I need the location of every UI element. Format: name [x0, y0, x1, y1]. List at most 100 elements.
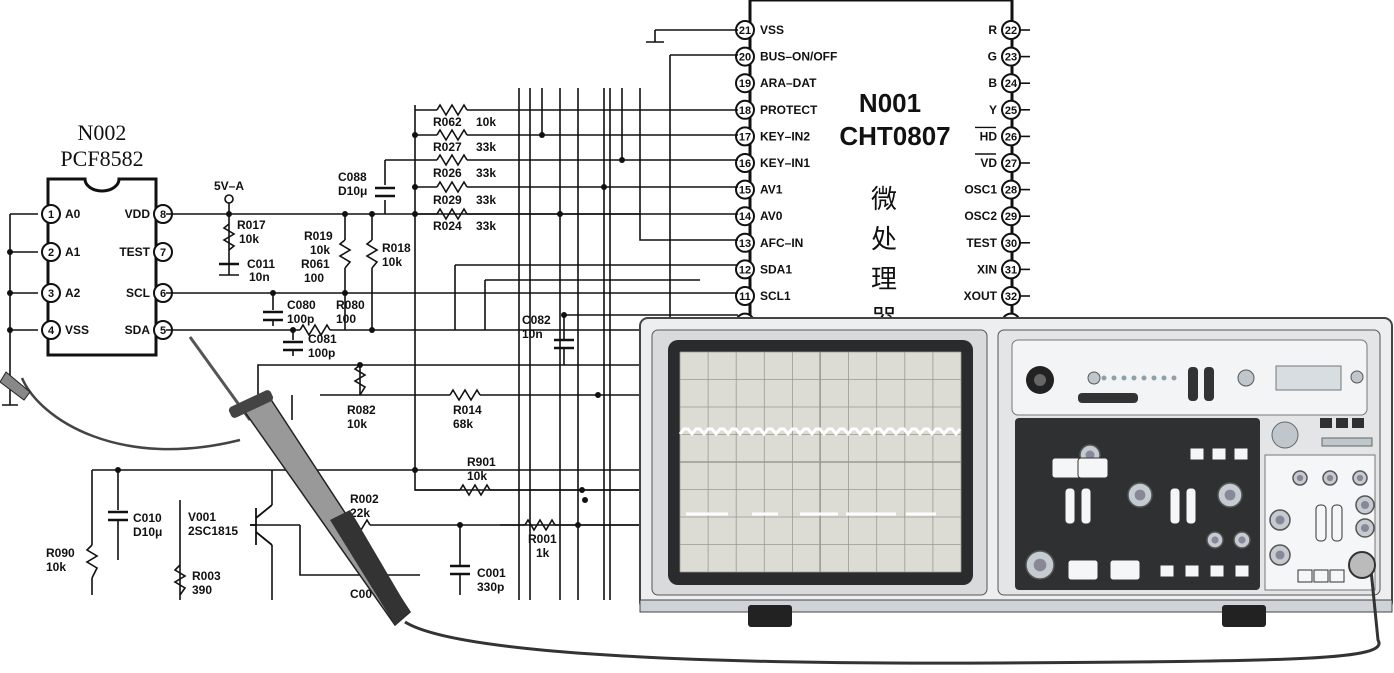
- n002-pin-2-number: 2: [48, 247, 54, 259]
- n001-pin-30-number: 30: [1005, 238, 1017, 250]
- label-r019-value: 10k: [310, 243, 330, 257]
- label-r080: R080: [336, 298, 365, 312]
- scope-graticule: [679, 351, 962, 573]
- label-r090: R090: [46, 546, 75, 560]
- label-c001: C001: [477, 566, 506, 580]
- label-r062: R062: [433, 115, 462, 129]
- label-r002: R002: [350, 492, 379, 506]
- n001-ref: N001: [859, 88, 921, 118]
- intensity-slider[interactable]: [1078, 393, 1138, 403]
- focus-slider-2[interactable]: [1204, 367, 1214, 401]
- oscilloscope: [639, 317, 1393, 627]
- label-r024: R024: [433, 219, 462, 233]
- label-r027: R027: [433, 140, 462, 154]
- n001-pin-14-number: 14: [739, 211, 752, 223]
- label-c011-value: 10n: [249, 270, 270, 284]
- n002-pin-7-label: TEST: [119, 245, 150, 259]
- label-r029: R029: [433, 193, 462, 207]
- resistors: [85, 103, 556, 596]
- n001-pin-26-label: HD: [980, 129, 998, 143]
- label-c088-value: D10μ: [338, 184, 367, 198]
- label-r017: R017: [237, 218, 266, 232]
- n001-pin-22: 22 R: [988, 20, 1021, 40]
- n001-pin-23-number: 23: [1005, 52, 1017, 64]
- n001-pin-19-label: ARA–DAT: [760, 76, 817, 90]
- label-r027-value: 33k: [476, 140, 496, 154]
- n001-pin-21-label: VSS: [760, 23, 784, 37]
- n001-pin-11-number: 11: [739, 291, 751, 303]
- label-c011: C011: [247, 257, 275, 271]
- n001-pin-26-number: 26: [1005, 131, 1017, 143]
- label-c082-value: 10n: [522, 327, 543, 341]
- n001-part: CHT0807: [839, 121, 950, 151]
- n002-pin-7: 7 TEST: [119, 242, 173, 262]
- focus-slider[interactable]: [1188, 367, 1198, 401]
- n002-pin-8-label: VDD: [125, 207, 151, 221]
- label-r061: R061: [301, 257, 330, 271]
- n001-pin-18-number: 18: [739, 105, 751, 117]
- label-r061-value: 100: [304, 271, 324, 285]
- n002-body: [46, 177, 158, 357]
- label-c080: C080: [287, 298, 316, 312]
- n001-pin-23: 23 G: [988, 46, 1021, 67]
- n001-pin-28: 28 OSC1: [964, 179, 1021, 200]
- n002-pin-4-number: 4: [48, 325, 55, 337]
- n001-pin-15: 15 AV1: [735, 179, 783, 200]
- n002-pin-3-label: A2: [65, 286, 81, 300]
- trace-rotation-knob-icon[interactable]: [1237, 369, 1255, 387]
- label-r080-value: 100: [336, 312, 356, 326]
- n002-pin-7-number: 7: [160, 247, 166, 259]
- label-r026-value: 33k: [476, 166, 496, 180]
- n001-desc-1: 微: [871, 185, 897, 215]
- n001-pin-28-number: 28: [1005, 185, 1017, 197]
- n001-pin-11-label: SCL1: [760, 289, 791, 303]
- n001-desc-3: 理: [871, 265, 897, 295]
- n001-right-pins: 22R23G24B25Y26HD27VD28OSC129OSC230TEST31…: [957, 20, 1030, 333]
- n001-pin-22-label: R: [988, 23, 997, 37]
- n002-pin-4-label: VSS: [65, 323, 89, 337]
- cal-knob-icon[interactable]: [1271, 421, 1299, 449]
- n001-pin-28-label: OSC1: [964, 183, 997, 197]
- n001-pin-15-number: 15: [739, 185, 751, 197]
- probe-bnc-connector-icon: [1348, 551, 1376, 579]
- label-c082: C082: [522, 313, 551, 327]
- n001-pin-23-label: G: [988, 50, 997, 64]
- label-r018: R018: [382, 241, 411, 255]
- n002-pin-3-number: 3: [48, 288, 54, 300]
- label-v001: V001: [188, 510, 216, 524]
- n001-pin-13-label: AFC–IN: [760, 236, 803, 250]
- scope-foot-right: [1222, 605, 1266, 627]
- n001-pin-22-number: 22: [1005, 25, 1017, 37]
- n001-pin-24-number: 24: [1005, 78, 1018, 90]
- n002-pin-6-label: SCL: [126, 286, 150, 300]
- label-c010-value: D10μ: [133, 525, 162, 539]
- n001-pin-15-label: AV1: [760, 183, 783, 197]
- ic-n001: N001 CHT0807 微 处 理 器 21VSS20BUS–ON/OFF19…: [735, 0, 1030, 342]
- label-r082: R082: [347, 403, 376, 417]
- component-labels: 5V–A R017 10k C011 10n R019 10k R061 100…: [46, 115, 557, 601]
- label-r029-value: 33k: [476, 193, 496, 207]
- n001-pin-27-label: VD: [980, 156, 997, 170]
- label-r082-value: 10k: [347, 417, 367, 431]
- n002-pin-5-number: 5: [160, 325, 166, 337]
- probe-signal: [188, 336, 1381, 665]
- n001-pin-20-number: 20: [739, 52, 751, 64]
- n001-pin-24-label: B: [988, 76, 997, 90]
- transistor-v001: [250, 504, 273, 546]
- label-c001-value: 330p: [477, 580, 504, 594]
- n001-pin-16-number: 16: [739, 158, 751, 170]
- n001-desc-2: 处: [871, 225, 897, 255]
- intensity-dots: [1087, 371, 1177, 385]
